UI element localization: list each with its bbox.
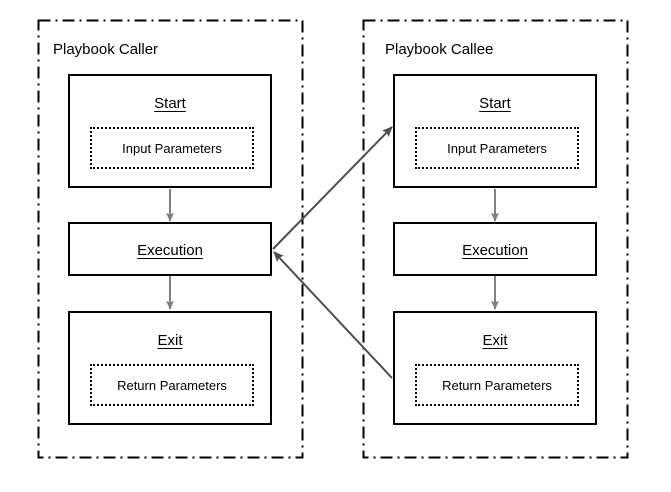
node-caller-execution[interactable]: Execution (68, 222, 272, 276)
node-callee-execution-title: Execution (462, 242, 528, 259)
param-label-callee-return: Return Parameters (442, 377, 552, 393)
node-callee-start[interactable]: Start Input Parameters (393, 74, 597, 188)
node-caller-start[interactable]: Start Input Parameters (68, 74, 272, 188)
panel-title-callee: Playbook Callee (385, 41, 494, 58)
panel-title-caller: Playbook Caller (53, 41, 159, 58)
param-box-callee-start: Input Parameters (415, 127, 579, 169)
param-box-caller-start: Input Parameters (90, 127, 254, 169)
param-label-callee-input: Input Parameters (447, 140, 547, 156)
node-callee-exit[interactable]: Exit Return Parameters (393, 311, 597, 425)
param-box-callee-exit: Return Parameters (415, 364, 579, 406)
node-callee-execution[interactable]: Execution (393, 222, 597, 276)
node-callee-start-title: Start (479, 95, 511, 112)
param-label-caller-return: Return Parameters (117, 377, 227, 393)
node-caller-execution-title: Execution (137, 242, 203, 259)
param-label-caller-input: Input Parameters (122, 140, 222, 156)
node-caller-exit[interactable]: Exit Return Parameters (68, 311, 272, 425)
node-caller-start-title: Start (154, 95, 186, 112)
node-callee-exit-title: Exit (482, 332, 508, 349)
param-box-caller-exit: Return Parameters (90, 364, 254, 406)
node-caller-exit-title: Exit (157, 332, 183, 349)
